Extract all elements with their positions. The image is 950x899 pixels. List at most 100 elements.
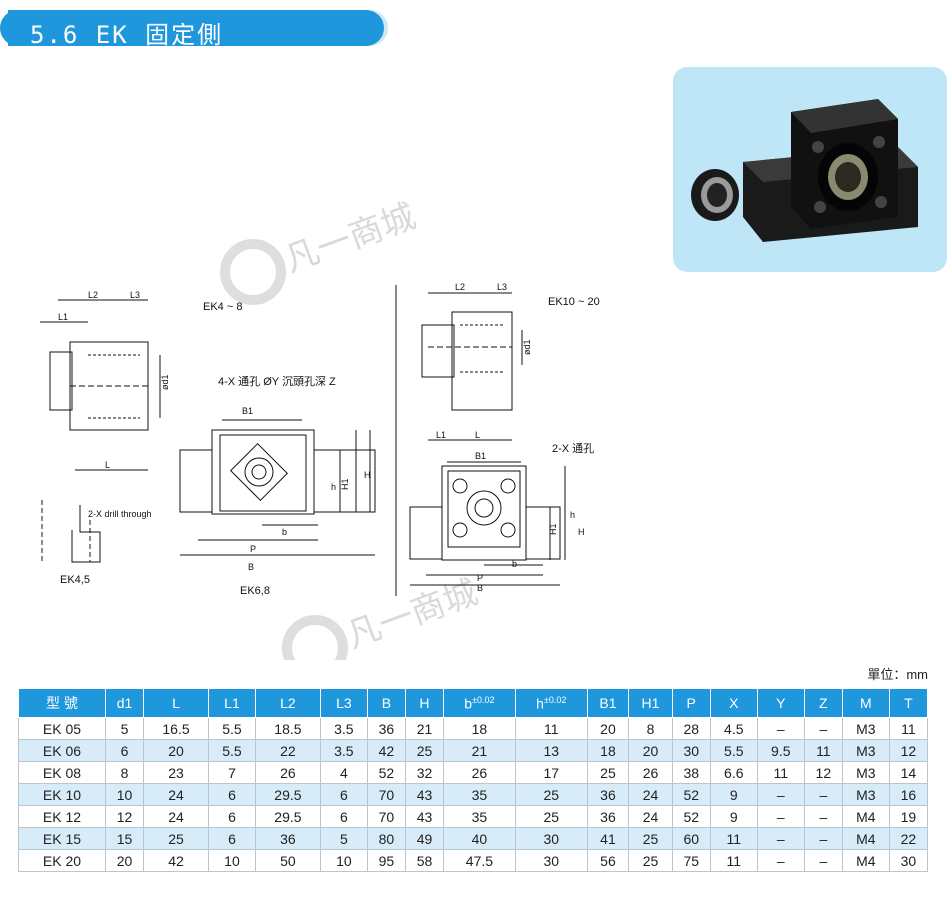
value-cell: 29.5 [254,805,321,828]
value-cell: 8 [628,717,673,740]
dim-b1: B1 [242,406,253,416]
model-cell: EK 10 [18,783,106,806]
value-cell: 9 [709,805,758,828]
value-cell: – [756,805,805,828]
value-cell: 18 [443,717,516,740]
side-view-ek10-20 [421,292,523,441]
value-cell: 36 [586,783,630,806]
value-cell: 20 [104,849,145,872]
value-cell: 15 [104,827,145,850]
svg-text:凡一商城: 凡一商城 [280,197,421,279]
value-cell: – [803,783,843,806]
value-cell: 21 [404,717,445,740]
value-cell: 18 [586,739,630,762]
value-cell: – [803,849,843,872]
value-cell: 52 [671,805,711,828]
value-cell: 26 [628,761,673,784]
value-cell: 30 [671,739,711,762]
value-cell: 95 [366,849,406,872]
value-cell: 21 [443,739,516,762]
value-cell: 36 [366,717,406,740]
value-cell: 43 [404,805,445,828]
col-header: L1 [207,688,256,718]
value-cell: 28 [671,717,711,740]
col-header: b±0.02 [443,688,516,718]
value-cell: 19 [888,805,929,828]
value-cell: 80 [366,827,406,850]
value-cell: 25 [514,783,588,806]
value-cell: 50 [254,849,321,872]
dim-small-b: b [282,527,287,537]
dim-small-b-right: b [512,559,517,569]
value-cell: 43 [404,783,445,806]
value-cell: 22 [254,739,321,762]
col-header: H [404,688,445,718]
col-header: M [841,688,890,718]
technical-drawings: 凡一商城 凡一商城 L2 L3 L1 L ød1 EK4 ~ 8 2-X dri… [40,197,600,660]
value-cell: 20 [586,717,630,740]
front-view-ek10-20 [409,461,566,586]
model-cell: EK 12 [18,805,106,828]
value-cell: 30 [514,849,588,872]
dim-h: h [331,482,336,492]
value-cell: 24 [143,805,209,828]
value-cell: 6 [104,739,145,762]
col-header: d1 [104,688,145,718]
value-cell: – [756,849,805,872]
value-cell: 12 [104,805,145,828]
label-ek4-8: EK4 ~ 8 [203,301,242,313]
value-cell: 11 [514,717,588,740]
dim-d1-right: ød1 [522,339,532,355]
value-cell: 11 [709,849,758,872]
value-cell: 16 [888,783,929,806]
dim-l1-right: L1 [436,430,446,440]
side-view-ek4-8 [40,299,161,471]
unit-label: 單位：mm [867,667,928,682]
label-ek45: EK4,5 [60,574,90,586]
col-header: H1 [628,688,673,718]
value-cell: 40 [443,827,516,850]
value-cell: M3 [841,717,890,740]
value-cell: – [803,827,843,850]
value-cell: 18.5 [254,717,321,740]
dim-l3: L3 [130,290,140,300]
dim-big-h: H [364,470,371,480]
value-cell: 11 [888,717,929,740]
value-cell: 3.5 [319,739,368,762]
value-cell: 35 [443,783,516,806]
model-cell: EK 05 [18,717,106,740]
value-cell: 13 [514,739,588,762]
value-cell: M3 [841,739,890,762]
value-cell: 26 [254,761,321,784]
dim-p-right: P [477,573,483,583]
value-cell: – [803,717,843,740]
value-cell: 10 [207,849,256,872]
value-cell: 5.5 [207,717,256,740]
front-view-ek68 [179,419,376,556]
header-tab-cap [0,10,30,46]
value-cell: 25 [404,739,445,762]
model-cell: EK 20 [18,849,106,872]
value-cell: 25 [143,827,209,850]
value-cell: 24 [628,783,673,806]
value-cell: 56 [586,849,630,872]
value-cell: M4 [841,827,890,850]
value-cell: 5.5 [709,739,758,762]
value-cell: 11 [803,739,843,762]
value-cell: 11 [756,761,805,784]
col-header: 型 號 [18,688,106,718]
col-header: Z [803,688,843,718]
value-cell: 25 [586,761,630,784]
value-cell: 7 [207,761,256,784]
value-cell: 30 [888,849,929,872]
col-header: h±0.02 [514,688,588,718]
col-header: B1 [586,688,630,718]
value-cell: 30 [514,827,588,850]
dim-l-right: L [475,430,480,440]
